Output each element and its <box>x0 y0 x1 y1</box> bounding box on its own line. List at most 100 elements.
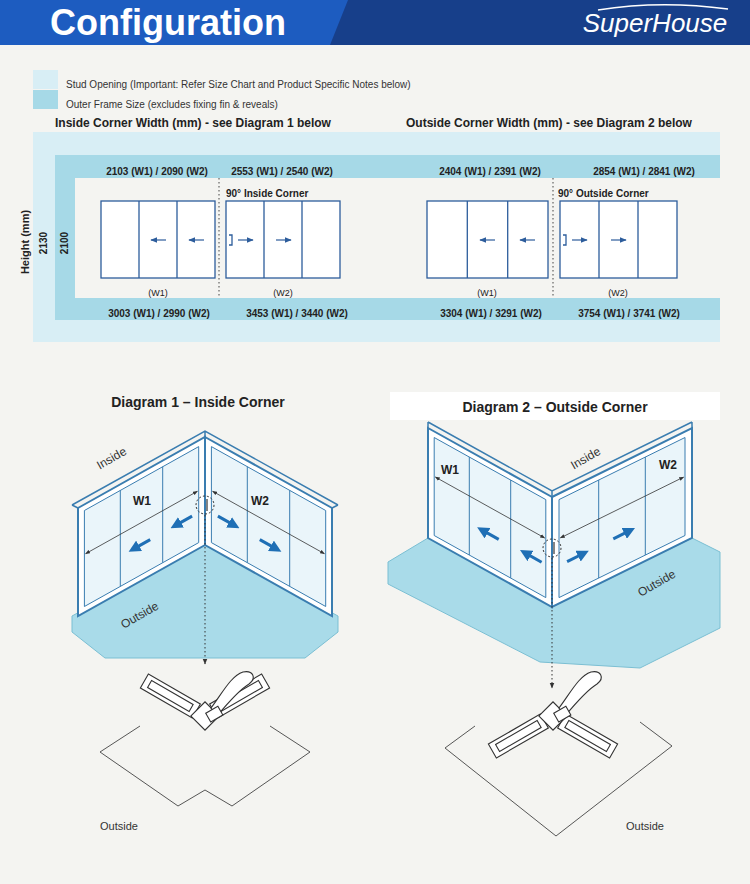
divider-line <box>219 178 220 298</box>
configuration-label: 90° Inside Corner <box>226 188 308 200</box>
slide-arrow <box>611 239 626 240</box>
side-label: Outside <box>119 600 162 633</box>
dimension-line <box>213 491 325 553</box>
legend-swatch <box>33 70 58 89</box>
slide-arrow <box>189 239 204 240</box>
door-mullion <box>264 201 302 278</box>
inside-corner-profile <box>140 672 269 730</box>
profile-outer <box>140 674 200 718</box>
opening-arrow <box>218 516 235 526</box>
side-label: Outside <box>100 820 138 833</box>
wall-frame <box>205 437 332 616</box>
handle-symbol <box>553 542 554 554</box>
handle-base <box>206 706 223 722</box>
door-mullion <box>599 201 638 278</box>
opening-arrows <box>481 530 630 563</box>
slide-arrow <box>151 239 166 240</box>
frame-side-band: 2100 <box>55 155 75 320</box>
profile-inner <box>496 721 542 752</box>
door-frame <box>560 201 677 278</box>
outline-bracket <box>100 752 310 806</box>
frame-bottom-band: 3003 (W1) / 2990 (W2) 3453 (W1) / 3440 (W… <box>55 298 720 320</box>
diagram-title: Diagram 1 – Inside Corner <box>111 394 285 410</box>
dimension-line <box>86 491 198 553</box>
unit-label: (W2) <box>608 288 628 298</box>
width-dimension: 3304 (W1) / 3291 (W2) <box>440 308 542 320</box>
slide-arrow <box>572 239 587 240</box>
side-label: Inside <box>95 445 130 473</box>
height-dimension: 2100 <box>59 232 71 254</box>
height-dimension: 2130 <box>38 232 50 254</box>
dimension-line <box>560 477 683 538</box>
slide-arrow <box>520 239 535 240</box>
axis-label: Height (mm) <box>19 210 32 274</box>
stud-opening-panel: 2103 (W1) / 2090 (W2)2553 (W1) / 2540 (W… <box>33 132 720 342</box>
width-dimension: 3453 (W1) / 3440 (W2) <box>246 308 348 320</box>
opening-arrow <box>481 530 498 540</box>
header-bar <box>0 0 750 45</box>
wall-frame <box>78 437 205 616</box>
width-dimension: 3003 (W1) / 2990 (W2) <box>108 308 210 320</box>
frame-profile <box>488 714 548 758</box>
diagram-title: Diagram 2 – Outside Corner <box>462 399 647 415</box>
diagram-title-box: Diagram 2 – Outside Corner <box>390 392 720 420</box>
opening-arrow <box>567 553 584 562</box>
section-heading: Outside Corner Width (mm) - see Diagram … <box>406 117 692 131</box>
door-frame <box>226 201 340 278</box>
door-frame <box>427 201 548 278</box>
dimension-line <box>435 477 544 538</box>
leader-line <box>552 558 553 688</box>
panel-mullion <box>469 457 510 578</box>
profile-inner <box>148 681 194 712</box>
handle-symbol <box>229 235 566 245</box>
opening-arrow <box>133 540 150 550</box>
wall-frame <box>428 428 552 607</box>
side-label: Inside <box>569 445 604 473</box>
glass-panel <box>434 438 546 598</box>
extension-line <box>445 722 672 748</box>
frame-top-band: 2103 (W1) / 2090 (W2)2553 (W1) / 2540 (W… <box>55 155 720 178</box>
opening-arrow <box>260 540 277 550</box>
side-label: Outside <box>626 820 664 833</box>
detail-circle <box>543 539 561 557</box>
profile-dimension-lines <box>100 726 310 806</box>
door-mullion <box>139 201 177 278</box>
width-dimension: 3754 (W1) / 3741 (W2) <box>578 308 680 320</box>
profile-outer <box>488 714 548 758</box>
leader-line <box>205 515 206 664</box>
legend-text: Outer Frame Size (excludes fixing fin & … <box>66 99 278 111</box>
panel-mullion <box>120 467 162 587</box>
profile-dimension-lines <box>445 722 672 836</box>
section-heading: Inside Corner Width (mm) - see Diagram 1… <box>55 117 331 131</box>
profile-outer <box>558 714 618 758</box>
unit-label: (W1) <box>148 288 168 298</box>
opening-arrow <box>175 516 192 526</box>
header-accent <box>0 0 348 45</box>
width-label: W1 <box>133 495 151 509</box>
handle-symbol <box>206 499 207 511</box>
extension-line <box>100 726 310 752</box>
door-elevations <box>101 201 677 278</box>
profile-inner <box>565 721 611 752</box>
detail-circle <box>196 496 214 514</box>
side-label: Outside <box>636 568 679 601</box>
glass-panel <box>211 447 325 607</box>
door-mullion <box>467 201 507 278</box>
panel-interior <box>75 178 720 298</box>
panel-mullion <box>599 457 646 578</box>
unit-label: (W1) <box>477 288 497 298</box>
frame-profile <box>558 714 618 758</box>
stud-opening-fill <box>33 132 720 342</box>
opening-arrow <box>613 530 630 539</box>
slide-arrow <box>480 239 495 240</box>
width-label: W2 <box>251 495 269 509</box>
unit-label: (W2) <box>273 288 293 298</box>
width-dimension: 2854 (W1) / 2841 (W2) <box>593 166 695 178</box>
width-dimensions <box>435 477 683 538</box>
slide-arrow <box>238 239 253 240</box>
width-label: W2 <box>659 459 677 473</box>
frame-profile <box>140 674 200 718</box>
door-frame <box>101 201 215 278</box>
outside-corner-walls <box>428 422 692 607</box>
handle-base <box>554 706 571 722</box>
